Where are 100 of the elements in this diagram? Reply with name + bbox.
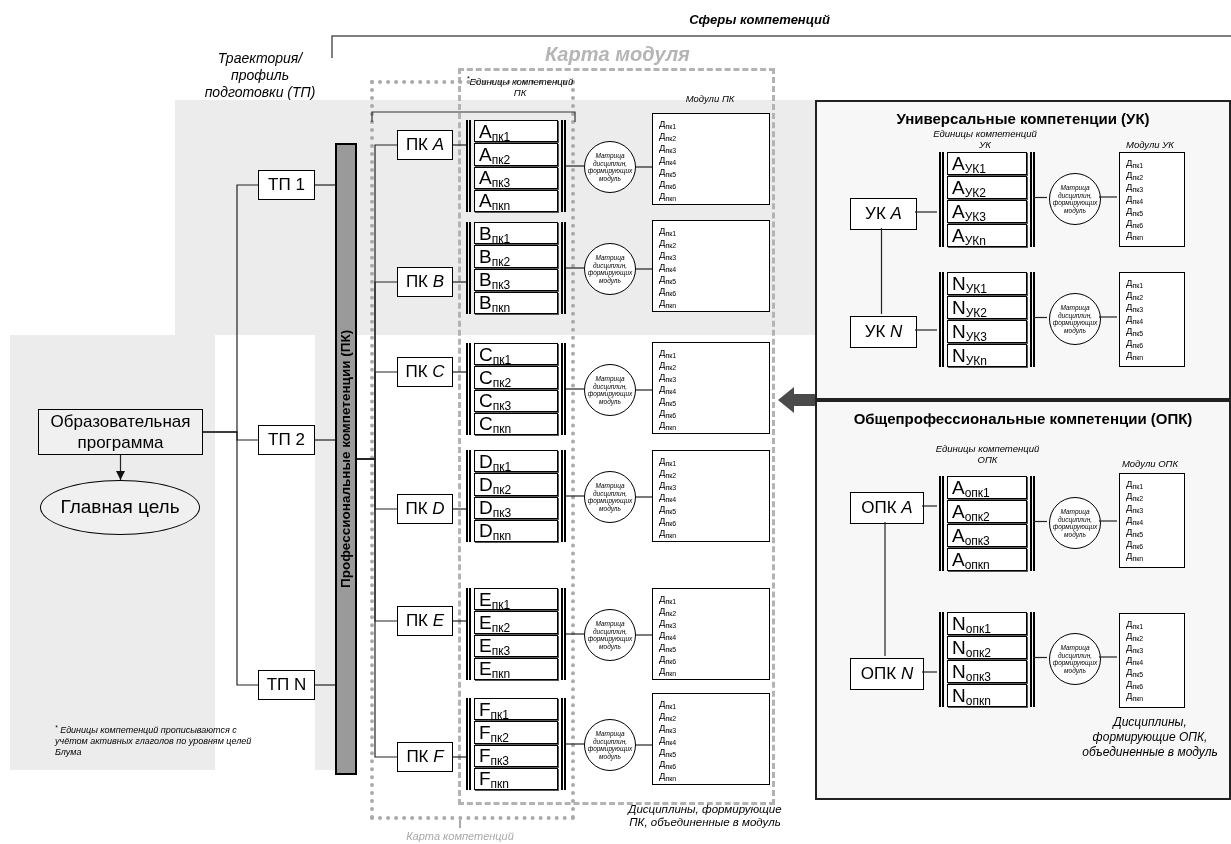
module-item: Д$_{пк5}$ (659, 746, 677, 758)
competence-unit: C$_{пк1}$ (474, 343, 558, 366)
module-item: Д$_{пк2}$ (1126, 289, 1144, 301)
bracket-stack (466, 588, 566, 680)
track-box: ТП 2 (258, 425, 315, 455)
module-item: Д$_{пк6}$ (1126, 217, 1144, 229)
connector-line (1032, 316, 1048, 319)
module-item: Д$_{пк2}$ (659, 467, 677, 479)
module-item: Д$_{пк6}$ (659, 653, 677, 665)
module-item: Д$_{пк4}$ (659, 491, 677, 503)
competence-unit: A$_{опк2}$ (947, 500, 1027, 523)
bracket-stack (939, 272, 1035, 367)
competence-unit: E$_{пк3}$ (474, 634, 558, 657)
block-arrow (778, 387, 815, 413)
competence-box: ПК D (397, 494, 453, 524)
competence-unit: D$_{пкn}$ (474, 519, 558, 542)
bracket-stack (466, 450, 566, 542)
module-item: Д$_{пк5}$ (659, 166, 677, 178)
competence-unit: C$_{пк3}$ (474, 389, 558, 412)
connector-line (1098, 196, 1118, 198)
module-item: Д$_{пк1}$ (659, 118, 677, 130)
module-item: Д$_{пк3}$ (659, 722, 677, 734)
connector-line (314, 684, 336, 686)
module-item: Д$_{пк2}$ (659, 237, 677, 249)
competence-unit: N$_{УК1}$ (947, 272, 1027, 295)
bracket-stack (466, 120, 566, 212)
module-item: Д$_{пк3}$ (1126, 301, 1144, 313)
module-item: Д$_{пкn}$ (1126, 690, 1144, 702)
module-item: Д$_{пк1}$ (1126, 157, 1144, 169)
module-item: Д$_{пк4}$ (659, 261, 677, 273)
module-item: Д$_{пк5}$ (1126, 325, 1144, 337)
connector-line (565, 495, 585, 497)
module-item: Д$_{пк3}$ (659, 617, 677, 629)
panel-title: Универсальные компетенции (УК) (895, 109, 1151, 129)
module-item: Д$_{пк6}$ (659, 758, 677, 770)
connector-line (1032, 656, 1048, 659)
competence-unit: B$_{пк3}$ (474, 268, 558, 291)
module-item: Д$_{пк5}$ (1126, 666, 1144, 678)
module-item: Д$_{пк3}$ (659, 249, 677, 261)
module-item: Д$_{пк2}$ (1126, 169, 1144, 181)
text-label: Сферы компетенций (688, 11, 830, 29)
module-item: Д$_{пк5}$ (1126, 526, 1144, 538)
module-item: Д$_{пк2}$ (1126, 630, 1144, 642)
bracket-stack (939, 152, 1035, 247)
module-item: Д$_{пкn}$ (1126, 349, 1144, 361)
competence-unit: D$_{пк2}$ (474, 473, 558, 496)
bracket-stack (466, 698, 566, 790)
module-item: Д$_{пк2}$ (1126, 490, 1144, 502)
connector-line (452, 281, 467, 283)
competence-box: ПК A (397, 130, 453, 160)
competence-unit: A$_{УК2}$ (947, 176, 1027, 199)
competence-box: ПК B (397, 267, 453, 297)
connector-line (452, 144, 467, 146)
module-item: Д$_{пкn}$ (659, 665, 677, 677)
competence-unit: N$_{УК3}$ (947, 320, 1027, 343)
competence-unit: A$_{пк2}$ (474, 143, 558, 166)
competence-unit: A$_{УК1}$ (947, 152, 1027, 175)
module-item: Д$_{пк1}$ (659, 698, 677, 710)
connector-line (880, 227, 883, 315)
text-label: Траектория/ профиль подготовки (ТП) (203, 50, 317, 101)
module-item: Д$_{пк1}$ (1126, 618, 1144, 630)
module-item: Д$_{пк3}$ (1126, 642, 1144, 654)
connector-line (1098, 520, 1118, 522)
module-box (652, 693, 770, 785)
module-item: Д$_{пк1}$ (659, 225, 677, 237)
module-item: Д$_{пк2}$ (659, 359, 677, 371)
competence-unit: D$_{пк3}$ (474, 496, 558, 519)
module-box (1119, 613, 1185, 708)
module-box (652, 113, 770, 205)
text-label: Дисциплины, формирующие ПК, объединенные в модуль (626, 803, 783, 829)
connector-line (1032, 196, 1048, 199)
text-label: Модули УК (1125, 138, 1175, 152)
connector-line (635, 389, 653, 391)
module-item: Д$_{пк5}$ (659, 641, 677, 653)
connector-line (635, 634, 653, 636)
competence-unit: E$_{пкn}$ (474, 657, 558, 680)
competence-unit: N$_{опкn}$ (947, 684, 1027, 707)
competence-unit: B$_{пк2}$ (474, 245, 558, 268)
competence-unit: N$_{опк1}$ (947, 612, 1027, 635)
module-item: Д$_{пк6}$ (659, 285, 677, 297)
competence-unit: F$_{пк1}$ (474, 698, 558, 721)
module-item: Д$_{пк3}$ (659, 371, 677, 383)
competence-unit: A$_{пкn}$ (474, 189, 558, 212)
module-item: Д$_{пк3}$ (659, 479, 677, 491)
competence-unit: E$_{пк2}$ (474, 611, 558, 634)
connector-line (635, 268, 653, 270)
connector-line (921, 505, 938, 507)
module-item: Д$_{пк4}$ (659, 629, 677, 641)
competence-panel (815, 400, 1231, 800)
competence-unit: C$_{пкn}$ (474, 412, 558, 435)
module-box (1119, 272, 1185, 367)
module-item: Д$_{пк6}$ (659, 515, 677, 527)
module-item: Д$_{пк4}$ (659, 154, 677, 166)
module-item: Д$_{пк4}$ (1126, 654, 1144, 666)
competence-unit: A$_{опк3}$ (947, 524, 1027, 547)
module-item: Д$_{пк4}$ (659, 383, 677, 395)
bracket-stack (939, 612, 1035, 707)
competence-box: УК A (850, 198, 917, 230)
module-item: Д$_{пкn}$ (659, 770, 677, 782)
connector-line (356, 458, 398, 758)
